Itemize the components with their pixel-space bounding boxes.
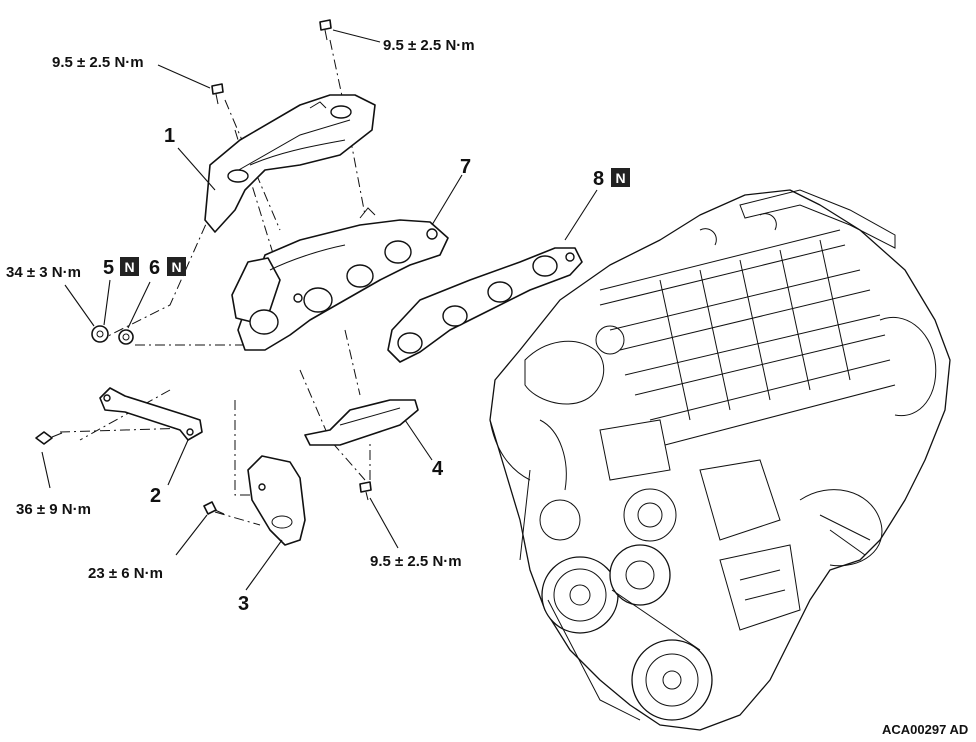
lower-plate bbox=[304, 399, 419, 446]
bolt-icon bbox=[203, 501, 225, 515]
torque-label: 34 ± 3 N·m bbox=[6, 264, 81, 281]
torque-label: 9.5 ± 2.5 N·m bbox=[383, 37, 475, 54]
leader-lines bbox=[41, 29, 598, 591]
torque-label: 23 ± 6 N·m bbox=[88, 565, 163, 582]
part-number-8: 8 bbox=[593, 168, 604, 190]
svg-text:N: N bbox=[124, 259, 134, 275]
bolt-icon bbox=[211, 83, 224, 105]
new-part-badge-icon: N bbox=[167, 257, 186, 276]
washer-icon bbox=[118, 329, 134, 345]
part-number-6: 6 bbox=[149, 257, 160, 279]
torque-label: 36 ± 9 N·m bbox=[16, 501, 91, 518]
engine-assembly bbox=[489, 189, 951, 731]
new-part-badge-icon: N bbox=[611, 168, 630, 187]
torque-label: 9.5 ± 2.5 N·m bbox=[52, 54, 144, 71]
manifold-cover bbox=[247, 455, 306, 546]
svg-text:N: N bbox=[615, 170, 625, 186]
part-number-4: 4 bbox=[432, 458, 444, 480]
new-part-badge-icon: N bbox=[120, 257, 139, 276]
torque-label: 9.5 ± 2.5 N·m bbox=[370, 553, 462, 570]
bolt-icon bbox=[35, 431, 63, 445]
part-number-2: 2 bbox=[150, 485, 161, 507]
heat-protector bbox=[204, 94, 376, 233]
bolt-icon bbox=[359, 481, 372, 501]
part-number-1: 1 bbox=[164, 125, 175, 147]
nut-icon bbox=[91, 325, 109, 343]
bolt-icon bbox=[319, 19, 332, 41]
callouts: 9.5 ± 2.5 N·m 9.5 ± 2.5 N·m 1 7 8 34 ± 3… bbox=[6, 37, 968, 737]
part-number-5: 5 bbox=[103, 257, 114, 279]
part-number-3: 3 bbox=[238, 593, 249, 615]
exhaust-manifold bbox=[231, 207, 449, 351]
figure-code: ACA00297 AD bbox=[882, 722, 968, 737]
manifold-bracket bbox=[99, 387, 203, 441]
manifold-gasket bbox=[387, 247, 583, 363]
part-number-7: 7 bbox=[460, 156, 471, 178]
svg-text:N: N bbox=[171, 259, 181, 275]
